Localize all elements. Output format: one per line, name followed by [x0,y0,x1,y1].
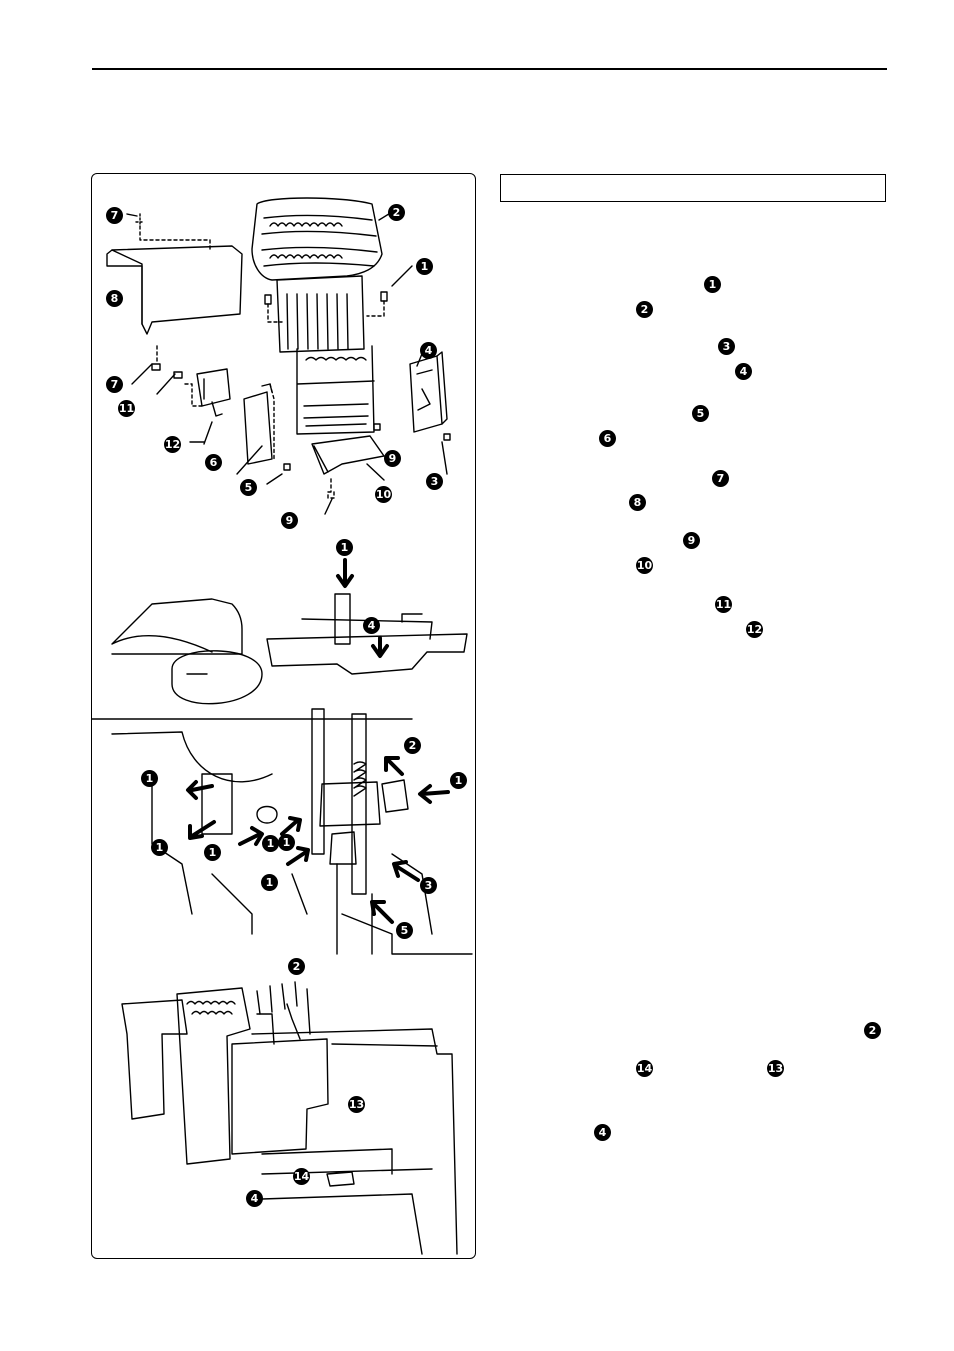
callout-12-sensor: 12 [164,436,181,453]
callout-1-right-arrow: 1 [450,772,467,789]
callout-2-heads: 2 [288,958,305,975]
mechanism-view [92,558,473,955]
callout-4-heads: 4 [246,1190,263,1207]
heads-view [121,981,458,1255]
step-badge-14: 14 [636,1060,653,1077]
callout-6-plate: 6 [205,454,222,471]
callout-13-cover: 13 [348,1096,365,1113]
callout-2-arrow: 2 [404,737,421,754]
callout-4-bracket: 4 [420,342,437,359]
callout-2-head: 2 [388,204,405,221]
step-badge-4: 4 [735,363,752,380]
step-badge-3: 3 [718,338,735,355]
exploded-view [106,197,451,515]
figure-panel: 7 2 1 8 4 7 11 12 6 5 9 3 9 10 1 4 2 1 1… [91,173,476,1259]
callout-3-screw: 3 [426,473,443,490]
callout-1-top-arrow: 1 [336,539,353,556]
step-badge-2: 2 [636,301,653,318]
step-badge-4-heads: 4 [594,1124,611,1141]
step-badge-6: 6 [599,430,616,447]
callout-3-arrow: 3 [420,877,437,894]
callout-1-bottom: 1 [261,874,278,891]
callout-11-screw: 11 [118,400,135,417]
header-rule [92,68,887,70]
step-badge-1: 1 [704,276,721,293]
step-badge-9: 9 [683,532,700,549]
callout-7-top: 7 [106,207,123,224]
callout-1-left-upper: 1 [141,770,158,787]
step-badge-12: 12 [746,621,763,638]
callout-1-center-right: 1 [278,834,295,851]
step-badge-8: 8 [629,494,646,511]
step-badge-2-heads: 2 [864,1022,881,1039]
callout-5-screw: 5 [240,479,257,496]
callout-8-cover: 8 [106,290,123,307]
callout-10-cover: 10 [375,486,392,503]
step-badge-5: 5 [692,405,709,422]
callout-1-left-lower: 1 [151,839,168,856]
callout-9-lower: 9 [281,512,298,529]
callout-5-arrow: 5 [396,922,413,939]
callout-1-center-left: 1 [204,844,221,861]
figure-illustrations [92,197,473,1255]
step-badge-10: 10 [636,557,653,574]
callout-9-upper: 9 [384,450,401,467]
callout-7-lower: 7 [106,376,123,393]
callout-4-arrow: 4 [363,617,380,634]
callout-14-screw: 14 [293,1168,310,1185]
step-badge-11: 11 [715,596,732,613]
section-title-box [500,174,886,202]
step-badge-13: 13 [767,1060,784,1077]
callout-1-screw: 1 [416,258,433,275]
callout-1-center: 1 [262,835,279,852]
step-badge-7: 7 [712,470,729,487]
